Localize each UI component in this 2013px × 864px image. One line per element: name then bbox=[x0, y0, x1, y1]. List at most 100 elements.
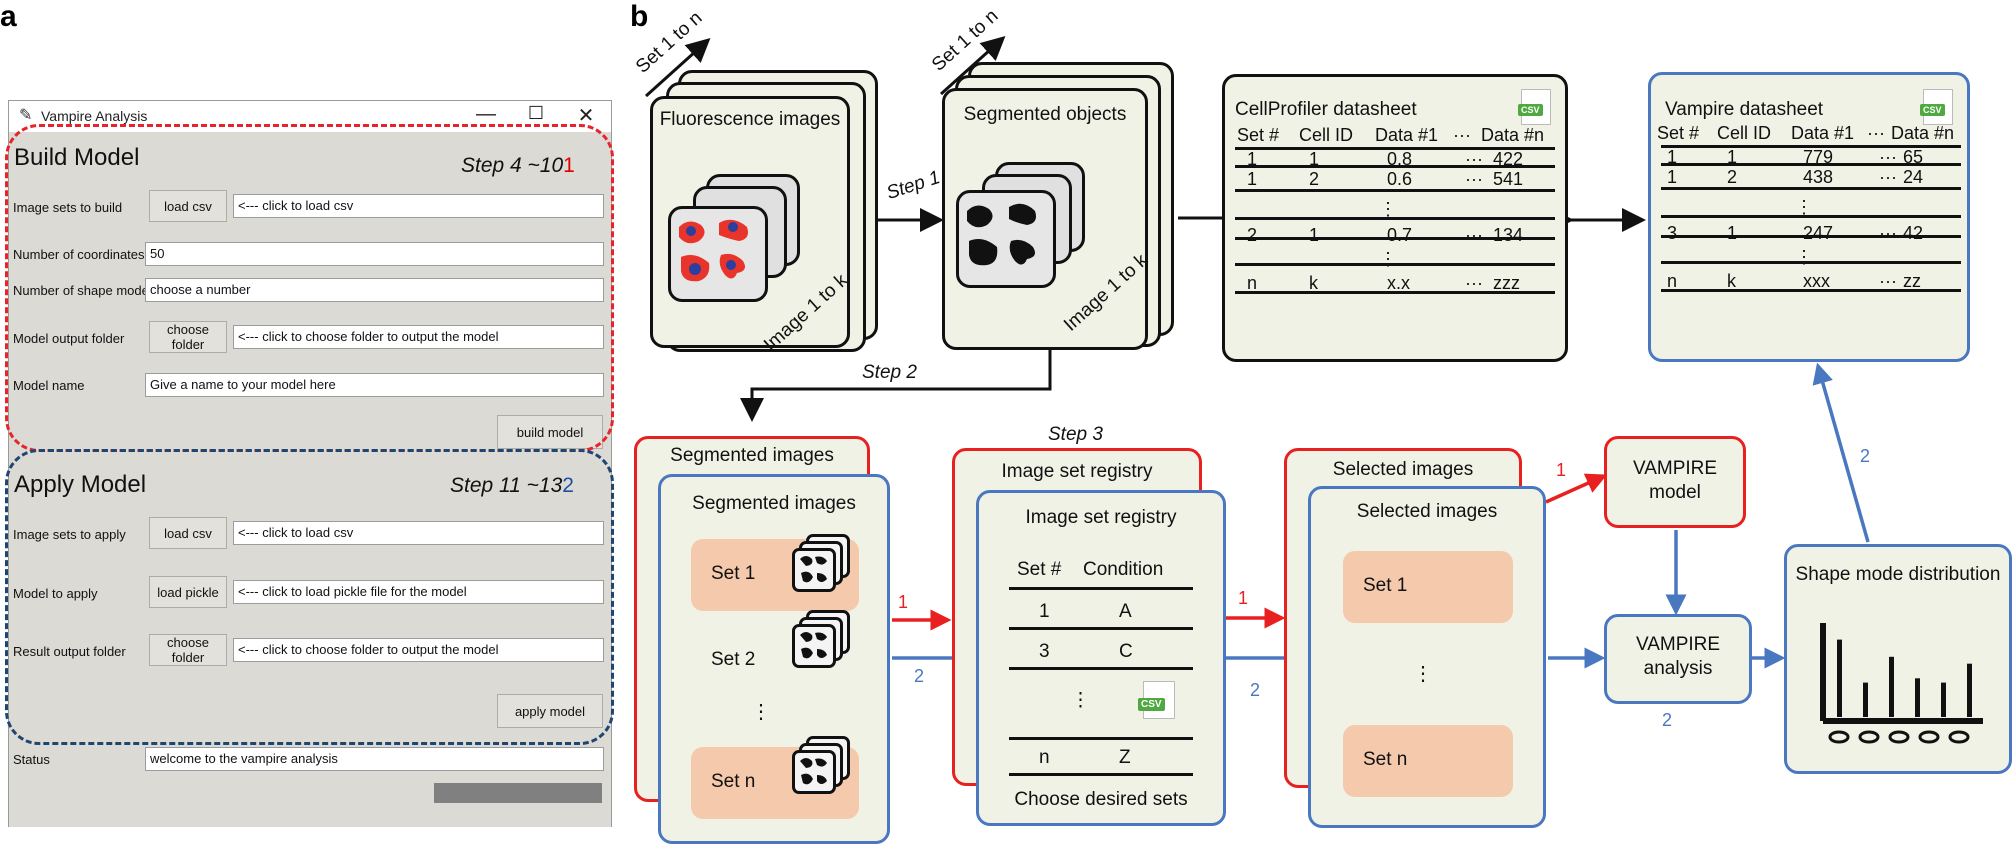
registry-dots: ⋮ bbox=[1071, 690, 1090, 711]
csv-badge: CSV bbox=[1518, 104, 1543, 116]
apply-choose-folder-button[interactable]: choose folder bbox=[149, 634, 227, 666]
registry-row1-cond: A bbox=[1119, 601, 1132, 622]
cellprofiler-row2-col2: 2 bbox=[1309, 169, 1320, 189]
vampire-sheet-row4-col1: n bbox=[1667, 271, 1678, 291]
load-pickle-button[interactable]: load pickle bbox=[149, 576, 227, 608]
shape-modes-field[interactable]: choose a number bbox=[145, 278, 604, 302]
cellprofiler-header-2: Data #1 bbox=[1375, 125, 1439, 145]
vampire-sheet-row2-col3: 438 bbox=[1803, 167, 1834, 187]
build-image-sets-field[interactable]: <--- click to load csv bbox=[233, 194, 604, 218]
build-choose-folder-button[interactable]: choose folder bbox=[149, 321, 227, 353]
maximize-button[interactable]: ☐ bbox=[527, 103, 545, 123]
vampire-sheet-row2-col2: 2 bbox=[1727, 167, 1738, 187]
vampire-sheet-row4-col3: xxx bbox=[1803, 271, 1830, 291]
vampire-sheet-row2-col5: 24 bbox=[1903, 167, 1924, 187]
vampire-sheet-row1-col1: 1 bbox=[1667, 147, 1678, 167]
flow-marker-blue-2: 2 bbox=[1250, 680, 1261, 700]
shape-mode-3-icon bbox=[1888, 730, 1910, 744]
selected-images-back-title: Selected images bbox=[1332, 459, 1474, 480]
flow-marker-red-1: 1 bbox=[898, 592, 909, 612]
sel-set-n-label: Set n bbox=[1363, 749, 1408, 770]
registry-row3-set: n bbox=[1039, 747, 1050, 768]
apply-model-frame bbox=[5, 449, 614, 745]
close-button[interactable]: ✕ bbox=[577, 105, 595, 127]
seg-set-1-label: Set 1 bbox=[711, 563, 756, 584]
flow-marker-blue-3: 2 bbox=[1662, 710, 1673, 730]
sel-set-1-label: Set 1 bbox=[1363, 575, 1408, 596]
feather-app-icon: ✎ bbox=[19, 107, 33, 124]
segmented-objects-title: Segmented objects bbox=[963, 104, 1127, 125]
cellprofiler-row2-col5: 541 bbox=[1493, 169, 1524, 189]
panel-label-a: a bbox=[0, 0, 17, 33]
registry-header-condition: Condition bbox=[1083, 559, 1164, 580]
registry-card: Image set registry Set # Condition 1 A 3… bbox=[976, 490, 1226, 826]
shape-mode-5-icon bbox=[1948, 730, 1970, 744]
step2-label: Step 2 bbox=[862, 362, 917, 383]
model-to-apply-field[interactable]: <--- click to load pickle file for the m… bbox=[233, 580, 604, 604]
vampire-sheet-dots-2: ⋮ bbox=[1795, 247, 1813, 267]
cellprofiler-row1-col1: 1 bbox=[1247, 149, 1258, 169]
cellprofiler-row3-col5: 134 bbox=[1493, 225, 1524, 245]
registry-title: Image set registry bbox=[1025, 507, 1177, 528]
vampire-sheet-row1-col4: ··· bbox=[1879, 147, 1897, 167]
seg-dots: ⋮ bbox=[751, 701, 771, 723]
segmented-thumbnail bbox=[956, 190, 1056, 288]
build-step-label: Step 4 ~101 bbox=[461, 154, 575, 177]
csv-badge: CSV bbox=[1920, 104, 1945, 116]
cellprofiler-row2-col3: 0.6 bbox=[1387, 169, 1413, 189]
model-to-apply-label: Model to apply bbox=[13, 586, 98, 601]
coordinates-field[interactable]: 50 bbox=[145, 242, 604, 266]
vampire-model-label: VAMPIRE model bbox=[1632, 458, 1718, 503]
status-field: welcome to the vampire analysis bbox=[145, 747, 604, 771]
segmented-images-title: Segmented images bbox=[692, 493, 856, 514]
cellprofiler-row3-col3: 0.7 bbox=[1387, 225, 1413, 245]
registry-header-set: Set # bbox=[1017, 559, 1062, 580]
apply-image-sets-field[interactable]: <--- click to load csv bbox=[233, 521, 604, 545]
vampire-sheet-row4-col4: ··· bbox=[1879, 271, 1897, 291]
sel-dots: ⋮ bbox=[1413, 663, 1433, 685]
vampire-sheet-header-4: Data #n bbox=[1891, 123, 1955, 143]
model-output-folder-field[interactable]: <--- click to choose folder to output th… bbox=[233, 325, 604, 349]
vampire-sheet-row1-col5: 65 bbox=[1903, 147, 1924, 167]
model-name-field[interactable]: Give a name to your model here bbox=[145, 373, 604, 397]
apply-load-csv-button[interactable]: load csv bbox=[149, 517, 227, 549]
cellprofiler-header-1: Cell ID bbox=[1299, 125, 1354, 145]
cellprofiler-header-4: Data #n bbox=[1481, 125, 1545, 145]
segmented-images-card: Segmented images Set 1 Set 2 ⋮ Set n bbox=[658, 474, 890, 844]
registry-footer: Choose desired sets bbox=[1014, 789, 1188, 810]
shape-modes-label: Number of shape modes bbox=[13, 283, 156, 298]
vampire-sheet-row4-col5: zz bbox=[1903, 271, 1921, 291]
segmented-images-back-title: Segmented images bbox=[670, 445, 834, 466]
black-cells-icon bbox=[792, 624, 836, 668]
vampire-sheet-header-1: Cell ID bbox=[1717, 123, 1772, 143]
segmented-cells-icon bbox=[967, 203, 1036, 266]
sel-set-n-tile: Set n bbox=[1343, 725, 1513, 797]
vampire-sheet-row2-col1: 1 bbox=[1667, 167, 1678, 187]
cellprofiler-row4-col2: k bbox=[1309, 273, 1318, 293]
registry-csv-icon: CSV bbox=[1138, 681, 1175, 719]
minimize-button[interactable]: — bbox=[476, 103, 496, 125]
shape-mode-4-icon bbox=[1918, 730, 1940, 744]
build-load-csv-button[interactable]: load csv bbox=[149, 190, 227, 222]
apply-image-sets-label: Image sets to apply bbox=[13, 527, 126, 542]
vampire-sheet-row3-col3: 247 bbox=[1803, 223, 1834, 243]
vampire-sheet-header-0: Set # bbox=[1657, 123, 1700, 143]
shape-mode-2-icon bbox=[1858, 730, 1880, 744]
vampire-sheet-row3-col4: ··· bbox=[1879, 223, 1897, 243]
result-output-folder-field[interactable]: <--- click to choose folder to output th… bbox=[233, 638, 604, 662]
vampire-model-box: VAMPIRE model bbox=[1604, 436, 1746, 528]
vampire-sheet-row1-col3: 779 bbox=[1803, 147, 1834, 167]
cellprofiler-row2-col1: 1 bbox=[1247, 169, 1258, 189]
cellprofiler-csv-icon: CSV bbox=[1518, 89, 1551, 125]
panel-label-b: b bbox=[630, 0, 649, 33]
flow-marker-blue-4: 2 bbox=[1860, 446, 1871, 466]
cellprofiler-row3-col1: 2 bbox=[1247, 225, 1258, 245]
window-title: Vampire Analysis bbox=[41, 108, 148, 124]
flow-marker-blue-1: 2 bbox=[914, 666, 925, 686]
cellprofiler-row4-col1: n bbox=[1247, 273, 1258, 293]
vampire-sheet-header-2: Data #1 bbox=[1791, 123, 1855, 143]
window-client-area: Build Model Step 4 ~101 Image sets to bu… bbox=[9, 132, 611, 827]
status-label: Status bbox=[13, 752, 50, 767]
flow-marker-red-2: 1 bbox=[1238, 588, 1249, 608]
